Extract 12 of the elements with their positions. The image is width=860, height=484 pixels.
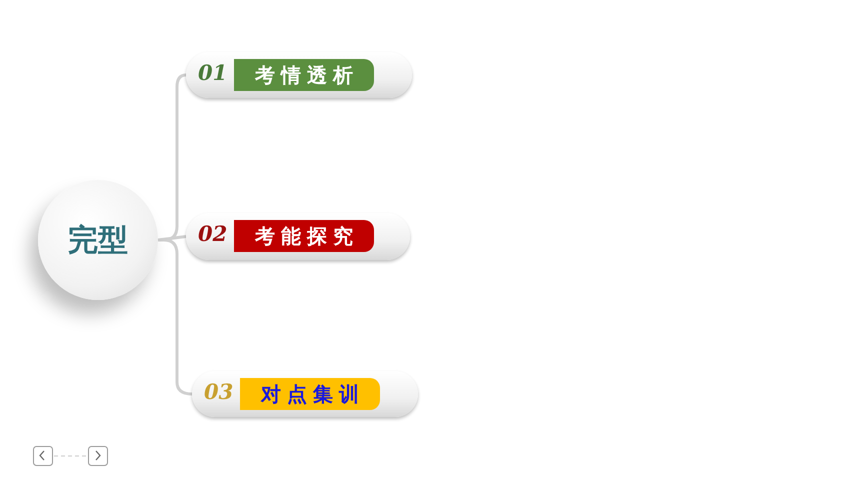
section-label: 对点集训 [240, 378, 380, 410]
section-label: 考能探究 [234, 220, 374, 252]
section-pill [186, 52, 412, 98]
brace-connector [158, 235, 186, 242]
section-number: 02 [198, 221, 228, 246]
section-number: 03 [204, 379, 234, 404]
section-label: 考情透析 [234, 59, 374, 91]
section-number: 01 [198, 60, 228, 85]
topic-title: 完型 [68, 222, 128, 260]
brace-connector [158, 238, 192, 396]
section-pill [192, 371, 418, 417]
section-pill [186, 213, 410, 260]
